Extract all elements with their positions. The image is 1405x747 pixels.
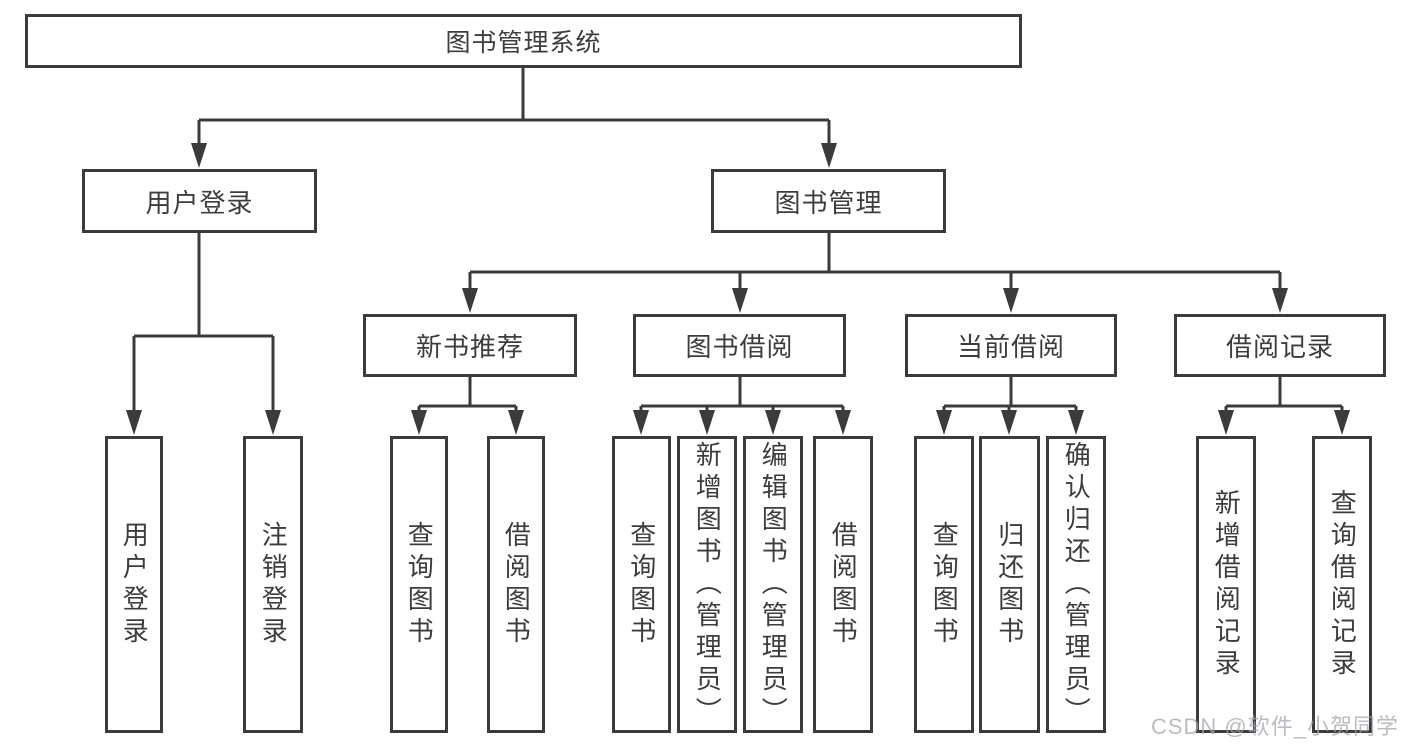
node-borrow-records: 借阅记录: [1174, 314, 1386, 377]
leaf-return-book: 归还图书: [979, 436, 1040, 733]
leaf-query-book-2: 查询图书: [612, 436, 671, 733]
connector-root-to-level2: [197, 68, 831, 146]
arrowheads: [126, 143, 1350, 435]
connector-bookmgmt-to-level3: [468, 233, 1282, 291]
node-book-management-label: 图书管理: [774, 187, 883, 218]
connector-bookborrow-to-leaves: [639, 377, 845, 413]
connector-borrowrecords-to-leaves: [1224, 377, 1344, 413]
node-new-book-recommend-label: 新书推荐: [415, 332, 524, 362]
leaf-logout: 注销登录: [243, 436, 303, 733]
arrowhead: [633, 410, 649, 435]
node-user-login-label: 用户登录: [145, 187, 254, 218]
connector-newbookrec-to-leaves: [417, 377, 518, 413]
arrowhead: [835, 410, 851, 435]
arrowhead: [1003, 288, 1019, 313]
arrowhead: [936, 410, 952, 435]
node-user-login: 用户登录: [82, 169, 317, 233]
leaf-query-borrow-record: 查询借阅记录: [1312, 436, 1372, 733]
node-current-borrow-label: 当前借阅: [956, 332, 1065, 362]
node-borrow-records-label: 借阅记录: [1225, 332, 1334, 362]
node-book-borrow: 图书借阅: [633, 314, 846, 377]
leaf-query-book-3: 查询图书: [914, 436, 974, 733]
node-root: 图书管理系统: [25, 14, 1022, 68]
arrowhead: [699, 410, 715, 435]
arrowhead: [411, 410, 427, 435]
leaf-add-book-admin: 新增图书（管理员）: [677, 436, 737, 733]
leaf-query-book-1: 查询图书: [390, 436, 448, 733]
node-book-management: 图书管理: [711, 169, 946, 233]
arrowhead: [1218, 410, 1234, 435]
arrowhead: [732, 288, 748, 313]
leaf-add-borrow-record: 新增借阅记录: [1196, 436, 1256, 733]
node-root-label: 图书管理系统: [445, 29, 602, 57]
leaf-user-login: 用户登录: [105, 436, 163, 733]
arrowhead: [462, 288, 478, 313]
node-new-book-recommend: 新书推荐: [363, 314, 577, 377]
arrowhead: [191, 143, 207, 168]
arrowhead: [821, 143, 837, 168]
arrowhead: [1068, 410, 1084, 435]
watermark: CSDN @软件_小贺同学: [1150, 714, 1399, 739]
connector-currentborrow-to-leaves: [942, 377, 1078, 413]
leaf-confirm-return-admin: 确认归还（管理员）: [1046, 436, 1106, 733]
arrowhead: [1334, 410, 1350, 435]
arrowhead: [1001, 410, 1017, 435]
arrowhead: [508, 410, 524, 435]
arrowhead: [1272, 288, 1288, 313]
node-current-borrow: 当前借阅: [905, 314, 1117, 377]
leaf-edit-book-admin: 编辑图书（管理员）: [743, 436, 803, 733]
connector-userlogin-to-leaves: [132, 233, 275, 413]
arrowhead: [126, 410, 142, 435]
arrowhead: [765, 410, 781, 435]
node-book-borrow-label: 图书借阅: [685, 332, 794, 362]
arrowhead: [265, 410, 281, 435]
leaf-borrow-book-2: 借阅图书: [813, 436, 873, 733]
leaf-borrow-book-1: 借阅图书: [487, 436, 545, 733]
